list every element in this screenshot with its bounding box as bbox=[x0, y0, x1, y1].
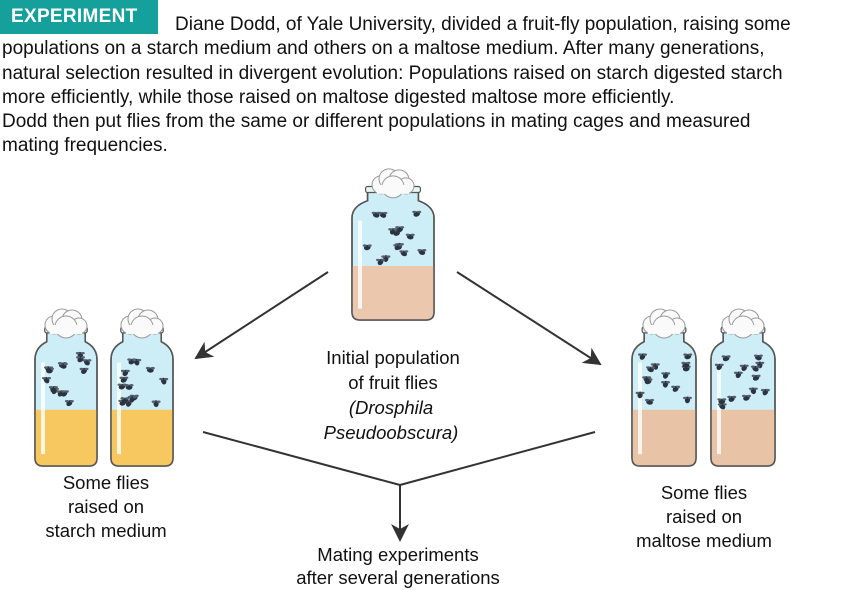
fruit-fly-icon bbox=[42, 376, 52, 384]
mating-label-line: after several generations bbox=[296, 567, 500, 588]
initial-population-bottle bbox=[351, 168, 435, 321]
food-medium bbox=[632, 409, 696, 466]
fruit-fly-icon bbox=[43, 366, 53, 373]
intro-line: mating frequencies. bbox=[2, 135, 168, 157]
fruit-fly-icon bbox=[145, 366, 155, 373]
fruit-fly-icon bbox=[393, 244, 403, 251]
fruit-fly-icon bbox=[371, 211, 381, 218]
maltose-bottle bbox=[631, 308, 697, 467]
fruit-fly-icon bbox=[753, 354, 763, 361]
fruit-fly-icon bbox=[395, 226, 405, 233]
arrow-to-maltose bbox=[456, 271, 602, 366]
fruit-fly-icon bbox=[681, 365, 691, 372]
experiment-banner: EXPERIMENT bbox=[0, 0, 158, 34]
fruit-fly-icon bbox=[733, 371, 743, 379]
intro-line: Dodd then put flies from the same or dif… bbox=[2, 111, 751, 133]
fruit-fly-icon bbox=[117, 383, 127, 390]
fruit-fly-icon bbox=[721, 355, 731, 362]
food-medium bbox=[352, 266, 434, 320]
maltose-label-line: maltose medium bbox=[636, 530, 772, 551]
fruit-fly-icon bbox=[714, 363, 724, 371]
fruit-fly-icon bbox=[661, 372, 671, 379]
intro-line: Diane Dodd, of Yale University, divided … bbox=[175, 14, 791, 35]
fruit-fly-icon bbox=[760, 388, 770, 396]
starch-label-line: starch medium bbox=[45, 520, 166, 541]
fruit-fly-icon bbox=[645, 398, 655, 405]
fruit-fly-icon bbox=[683, 353, 693, 360]
fruit-fly-icon bbox=[58, 362, 68, 369]
fruit-fly-icon bbox=[646, 366, 656, 373]
fruit-fly-icon bbox=[119, 376, 129, 383]
glass-highlight bbox=[117, 362, 121, 455]
glass-highlight bbox=[358, 220, 362, 309]
intro-line: more efficiently, while those raised on … bbox=[2, 86, 675, 108]
fruit-fly-icon bbox=[388, 228, 398, 235]
fruit-fly-icon bbox=[727, 395, 737, 402]
fruit-fly-icon bbox=[635, 391, 645, 399]
fruit-fly-icon bbox=[399, 250, 409, 257]
fruit-fly-icon bbox=[48, 386, 58, 393]
fruit-fly-icon bbox=[717, 403, 727, 410]
cotton-plug-icon bbox=[642, 308, 686, 339]
fruit-fly-icon bbox=[661, 380, 671, 388]
fruit-fly-icon bbox=[151, 400, 161, 408]
fruit-fly-icon bbox=[671, 385, 681, 392]
cotton-plug-icon bbox=[721, 308, 765, 339]
center-label-line: of fruit flies bbox=[348, 372, 437, 393]
arrow-to-starch bbox=[194, 271, 329, 360]
fruit-fly-icon bbox=[82, 359, 92, 366]
center-label-line: (Drosphila bbox=[349, 397, 433, 418]
food-medium bbox=[35, 409, 97, 466]
mating-label-line: Mating experiments bbox=[317, 544, 478, 565]
fruit-fly-icon bbox=[748, 387, 758, 395]
fruit-fly-icon bbox=[682, 396, 692, 404]
fruit-fly-icon bbox=[159, 377, 169, 385]
maltose-to-mating-line bbox=[399, 431, 596, 486]
cotton-plug-icon bbox=[371, 168, 415, 199]
fruit-fly-icon bbox=[381, 255, 391, 262]
cotton-plug-icon bbox=[120, 308, 164, 339]
fruit-fly-icon bbox=[64, 399, 74, 407]
food-medium bbox=[711, 409, 775, 466]
glass-highlight bbox=[41, 362, 45, 455]
fruit-fly-icon bbox=[376, 258, 386, 266]
fruit-fly-icon bbox=[681, 361, 691, 368]
starch-label-line: Some flies bbox=[63, 472, 149, 493]
fruit-fly-icon bbox=[417, 249, 427, 255]
fruit-fly-icon bbox=[717, 398, 727, 405]
center-label-line: Pseudoobscura) bbox=[324, 422, 459, 443]
intro-line: natural selection resulted in divergent … bbox=[2, 62, 783, 84]
glass-highlight bbox=[717, 362, 721, 455]
fruit-fly-icon bbox=[75, 356, 85, 363]
fruit-fly-icon bbox=[412, 210, 422, 217]
fruit-fly-icon bbox=[741, 394, 751, 401]
maltose-label-line: raised on bbox=[666, 506, 742, 527]
starch-label-line: raised on bbox=[68, 496, 144, 517]
fruit-fly-icon bbox=[362, 244, 372, 251]
fruit-fly-icon bbox=[120, 397, 130, 404]
fruit-fly-icon bbox=[751, 374, 761, 381]
glass-highlight bbox=[638, 362, 642, 455]
food-medium bbox=[111, 409, 173, 466]
fruit-fly-icon bbox=[405, 233, 415, 240]
fruit-fly-icon bbox=[739, 364, 749, 372]
maltose-bottle bbox=[710, 308, 776, 467]
intro-line: populations on a starch medium and other… bbox=[2, 38, 765, 60]
fruit-fly-icon bbox=[56, 390, 66, 397]
fruit-fly-icon bbox=[120, 369, 130, 377]
fruit-fly-icon bbox=[750, 365, 760, 372]
fruit-fly-icon bbox=[638, 353, 648, 360]
starch-bottle bbox=[34, 308, 98, 467]
fruit-fly-icon bbox=[124, 384, 134, 390]
starch-to-mating-line bbox=[202, 431, 401, 486]
cotton-plug-icon bbox=[44, 308, 88, 339]
maltose-label-line: Some flies bbox=[661, 482, 747, 503]
experiment-description: Diane Dodd, of Yale University, divided … bbox=[2, 13, 846, 159]
fruit-fly-icon bbox=[642, 376, 652, 383]
center-label-line: Initial population bbox=[326, 347, 460, 368]
starch-bottle bbox=[110, 308, 174, 467]
fruit-fly-icon bbox=[79, 367, 89, 374]
fruit-fly-icon bbox=[132, 358, 142, 366]
